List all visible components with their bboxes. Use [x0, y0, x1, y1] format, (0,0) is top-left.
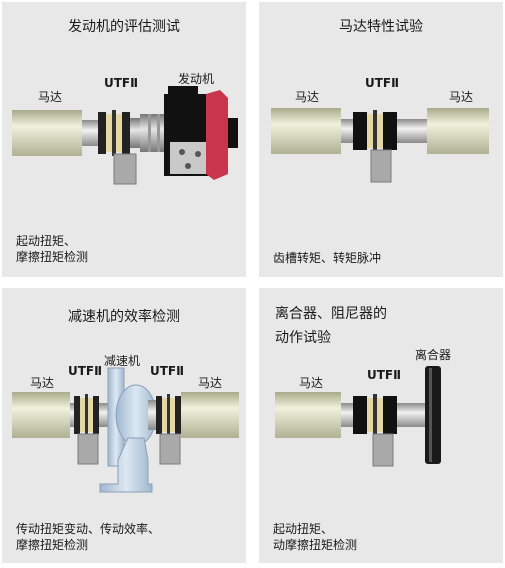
motor-test-illustration — [271, 108, 489, 183]
motor-left-label: 马达 — [30, 376, 55, 390]
clutch-test-illustration — [275, 366, 441, 467]
panel-description: 传动扭矩变动、传动效率、 摩擦扭矩检测 — [16, 522, 161, 552]
utf-sensor-left-label: UTFⅡ — [68, 364, 103, 378]
panel-reducer-test: 减速机的效率检测 马达 UTFⅡ 减速机 UTFⅡ 马达 传动扭矩变动、传动效率… — [2, 288, 246, 563]
engine-label: 发动机 — [178, 72, 215, 86]
panel-description: 起动扭矩、 摩擦扭矩检测 — [16, 234, 89, 264]
panel-engine-test: 发动机的评估测试 马达 UTFⅡ 发动机 起动扭矩、 摩擦扭矩检测 — [2, 2, 246, 277]
panel-motor-test: 马达特性试验 马达 UTFⅡ 马达 齿槽转矩、转矩脉冲 — [259, 2, 503, 277]
panel-clutch-test: 离合器、阻尼器的 动作试验 马达 UTFⅡ 离合器 起动扭矩、 动摩擦扭矩检测 — [259, 288, 503, 563]
motor-left-label: 马达 — [295, 90, 320, 104]
motor-label: 马达 — [299, 376, 324, 390]
motor-right-label: 马达 — [198, 376, 223, 390]
utf-sensor-label: UTFⅡ — [365, 76, 400, 90]
panel-title: 离合器、阻尼器的 动作试验 — [275, 306, 387, 346]
panel-description: 齿槽转矩、转矩脉冲 — [273, 251, 382, 265]
clutch-label: 离合器 — [415, 348, 452, 362]
panel-title: 减速机的效率检测 — [68, 309, 180, 325]
panel-description: 起动扭矩、 动摩擦扭矩检测 — [273, 522, 358, 552]
motor-label: 马达 — [38, 90, 63, 104]
reducer-test-illustration — [12, 367, 239, 493]
utf-sensor-right-label: UTFⅡ — [150, 364, 185, 378]
utf-sensor-label: UTFⅡ — [104, 76, 139, 90]
reducer-label: 减速机 — [104, 354, 141, 368]
engine-test-illustration — [12, 86, 238, 185]
motor-right-label: 马达 — [449, 90, 474, 104]
utf-sensor-label: UTFⅡ — [367, 368, 402, 382]
panel-title: 发动机的评估测试 — [68, 19, 180, 35]
panel-title: 马达特性试验 — [339, 19, 423, 35]
